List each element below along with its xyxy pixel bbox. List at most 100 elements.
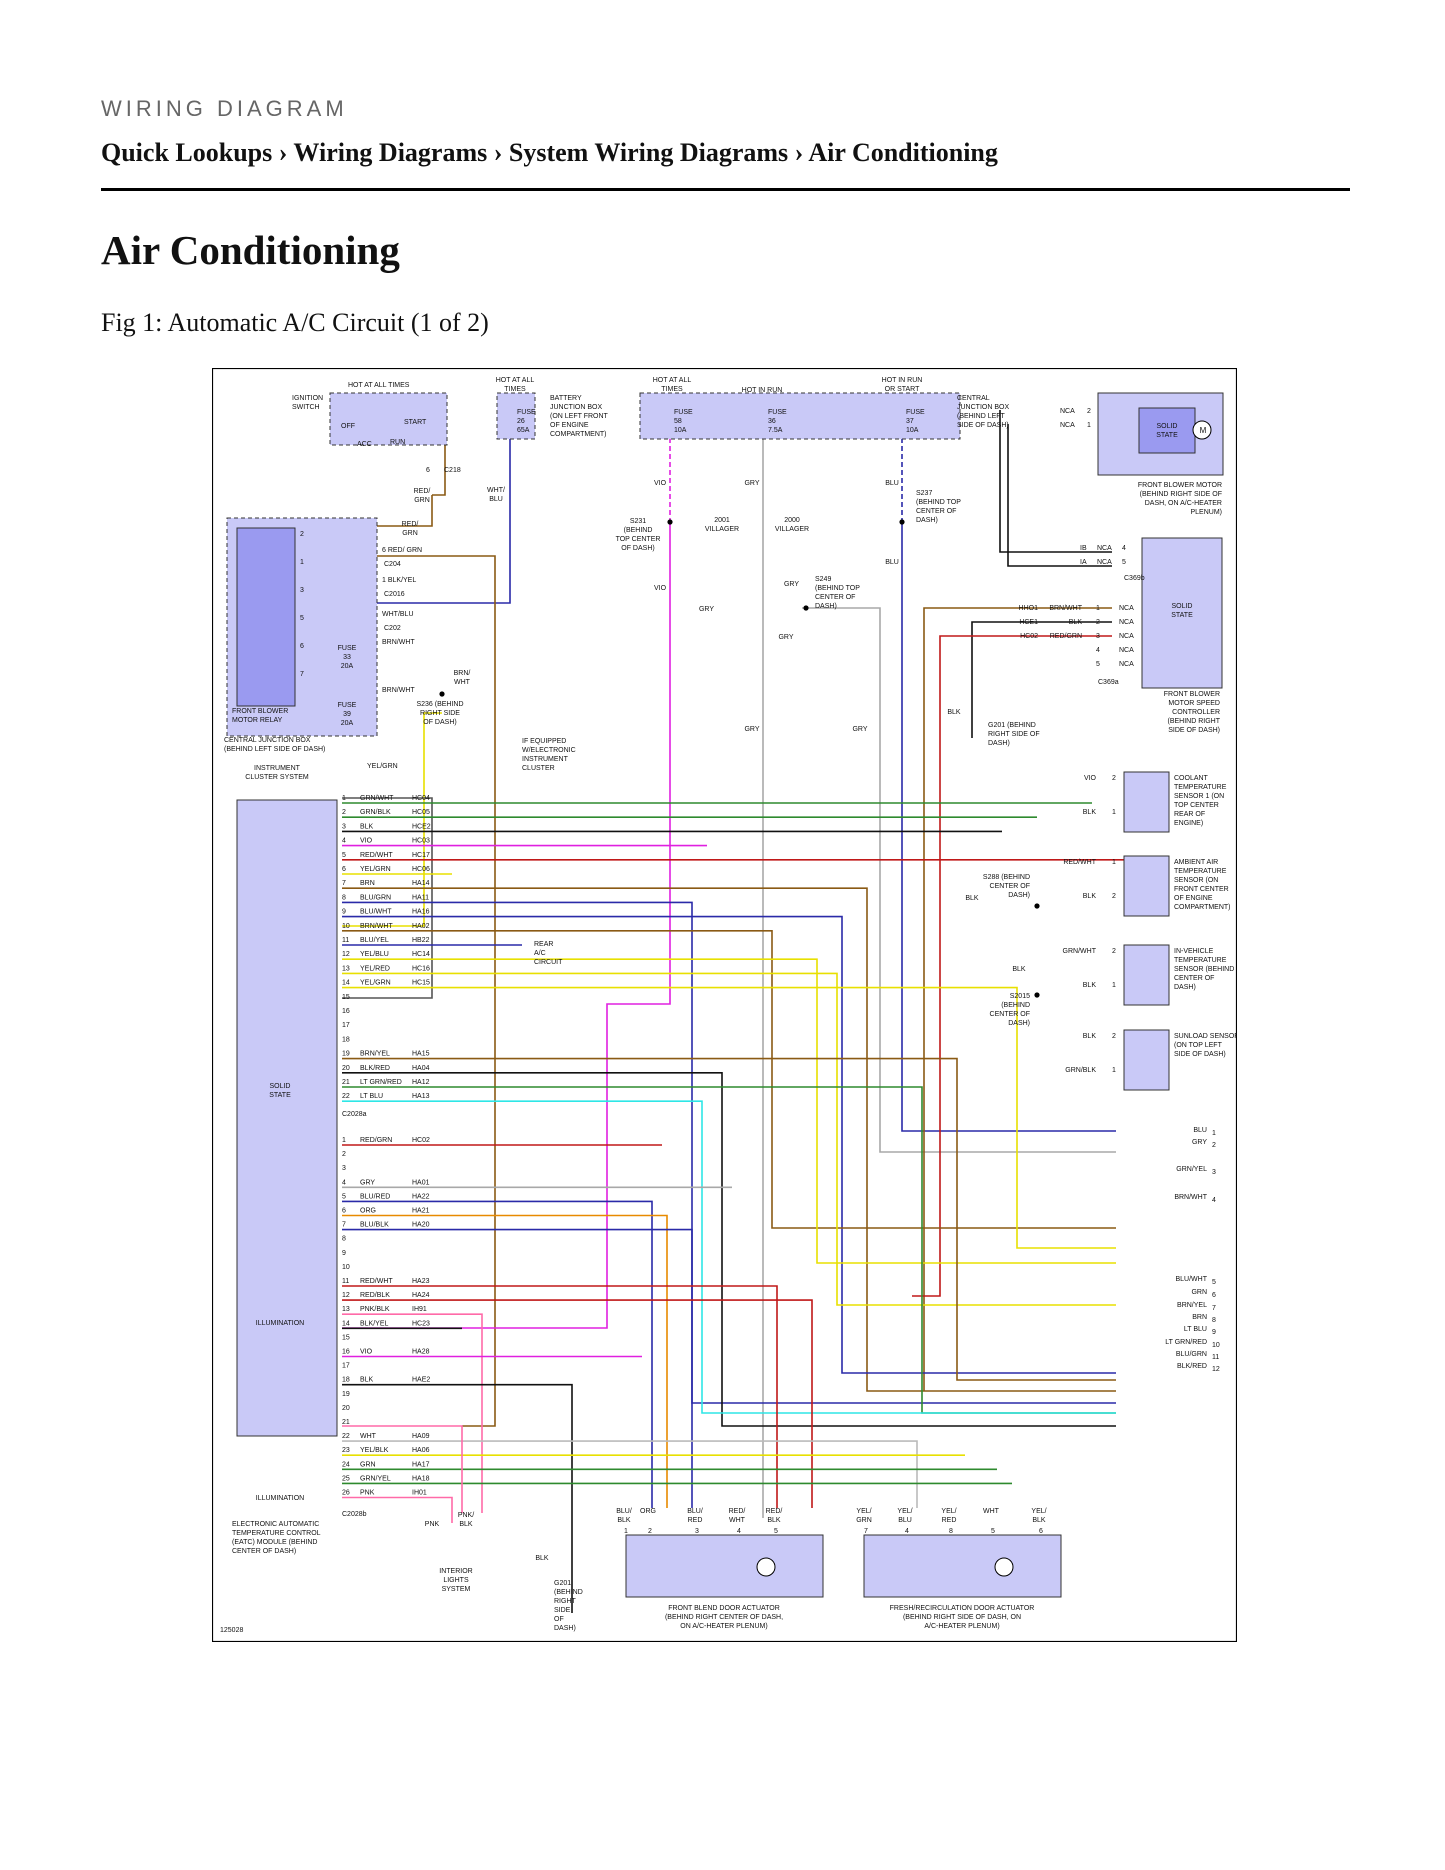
label-s249-line: S249 [815, 576, 831, 583]
label-eatc-b-wire: GRN/YEL [360, 1475, 391, 1482]
wire-eatc-a-9 [342, 915, 1116, 1374]
wire-brn-wht-hho1 [923, 607, 1112, 1391]
label-blend-pin: 5 [774, 1528, 778, 1535]
label-offpage-pin: 3 [1212, 1169, 1216, 1176]
label-blk-s288: BLK [965, 895, 979, 902]
label-relay-pin: 2 [300, 531, 304, 538]
wire-blu-offpage1 [901, 522, 1116, 1132]
label-eatc-b-pin: 16 [342, 1349, 350, 1356]
wire-blk-hce1 [971, 621, 1112, 738]
label-eatc-a-circuit: HC14 [412, 951, 430, 958]
label-eatc-b-wire: GRN [360, 1461, 376, 1468]
figure-caption: Fig 1: Automatic A/C Circuit (1 of 2) [101, 308, 489, 337]
label-ignition-switch-line: SWITCH [292, 404, 320, 411]
label-fresh-recirc-actuator-line: (BEHIND RIGHT SIDE OF DASH, ON [903, 1614, 1021, 1621]
label-ctrl-wire: RED/GRN [1050, 633, 1082, 640]
label-fuse-58-line: FUSE [674, 409, 693, 416]
label-eatc-a-pin: 8 [342, 894, 346, 901]
label-ctrl-circuit: HC02 [1020, 633, 1038, 640]
fresh-recirc-actuator-box [863, 1534, 1062, 1598]
label-sensor-2-line: CENTER OF [1174, 975, 1214, 982]
label-eatc-a-wire: YEL/BLU [360, 951, 389, 958]
blower-motor-symbol [1192, 420, 1212, 440]
label-eatc-a-pin: 5 [342, 852, 346, 859]
label-brn-wht-c: BRN/WHT [382, 687, 415, 694]
label-recirc-wire-line: YEL/ [941, 1508, 956, 1515]
label-eatc-b-pin: 7 [342, 1222, 346, 1229]
label-pnk: PNK [425, 1521, 440, 1528]
label-eatc-b-wire: BLK/YEL [360, 1320, 389, 1327]
label-red-grn-b: RED/GRN [402, 521, 419, 537]
label-sensor-2-line: SENSOR (BEHIND [1174, 966, 1234, 973]
label-villager-2000-line: VILLAGER [775, 526, 809, 533]
label-eatc-b-circuit: HA28 [412, 1349, 430, 1356]
label-front-blower-motor-line: (BEHIND RIGHT SIDE OF [1140, 491, 1222, 498]
label-ctrl-pin: 4 [1096, 647, 1100, 654]
wire-eatc-a-10 [342, 930, 1116, 1229]
label-ctrl-pin: 2 [1096, 619, 1100, 626]
label-fuse-26-line: FUSE [517, 409, 536, 416]
label-blend-pin: 3 [695, 1528, 699, 1535]
label-blu-a: BLU [885, 480, 899, 487]
label-front-blend-actuator-line: FRONT BLEND DOOR ACTUATOR [668, 1605, 780, 1612]
wire-eatc-b-26 [342, 1496, 453, 1523]
label-eatc-a-circuit: HA15 [412, 1051, 430, 1058]
label-eatc-a-pin: 19 [342, 1051, 350, 1058]
label-eatc-a-pin: 12 [342, 951, 350, 958]
label-eatc-a-pin: 13 [342, 965, 350, 972]
label-eatc-a-wire: RED/WHT [360, 852, 393, 859]
label-eatc-b-pin: 19 [342, 1391, 350, 1398]
label-sensor-pin: 2 [1112, 1033, 1116, 1040]
label-eatc-a-circuit: HC15 [412, 980, 430, 987]
label-s237-line: S237 [916, 490, 932, 497]
label-if-equipped-line: CLUSTER [522, 765, 555, 772]
label-c202-wire: WHT/BLU [382, 611, 414, 618]
label-offpage-wire: BLK/RED [1177, 1363, 1207, 1370]
label-red-grn-a-line: RED/ [414, 488, 431, 495]
label-recirc-wire-line: YEL/ [1031, 1508, 1046, 1515]
label-blk-bottom: BLK [535, 1555, 549, 1562]
label-front-blower-motor-line: FRONT BLOWER MOTOR [1138, 482, 1222, 489]
label-fuse-37-line: 10A [906, 427, 919, 434]
label-g201-right-line: DASH) [988, 740, 1010, 747]
label-vio-cts: VIO [1084, 775, 1097, 782]
label-recirc-wire-line: YEL/ [897, 1508, 912, 1515]
label-s2015-line: CENTER OF [990, 1011, 1030, 1018]
label-ctrl-right: NCA [1119, 647, 1134, 654]
label-blend-pin: 2 [648, 1528, 652, 1535]
label-eatc-a-pin: 15 [342, 994, 350, 1001]
label-eatc-b-pin: 17 [342, 1363, 350, 1370]
wire-eatc-b-5 [342, 1200, 653, 1508]
label-eatc-a-pin: 10 [342, 923, 350, 930]
label-blend-wire-line: RED [688, 1517, 703, 1524]
label-conn-c369b: C369b [1124, 575, 1145, 582]
label-switch-run: RUN [390, 439, 405, 446]
label-offpage-wire: BRN/YEL [1177, 1302, 1207, 1309]
coolant-sensor-box [1123, 771, 1170, 833]
label-blk-cts: BLK [1083, 809, 1097, 816]
label-eatc-a-pin: 9 [342, 909, 346, 916]
breadcrumb[interactable]: Quick Lookups › Wiring Diagrams › System… [101, 138, 998, 167]
blower-speed-controller-box [1141, 537, 1223, 689]
label-eatc-a-wire: GRN/WHT [360, 795, 394, 802]
label-front-blend-actuator-line: ON A/C-HEATER PLENUM) [680, 1623, 767, 1630]
label-eatc-a-wire: LT BLU [360, 1093, 383, 1100]
label-relay-pin: 5 [300, 615, 304, 622]
label-red-grn-b-line: RED/ [402, 521, 419, 528]
wire-eatc-a-22 [342, 1100, 1116, 1414]
label-controller-solid-state-line: SOLID [1171, 603, 1192, 610]
label-eatc-b-wire: GRY [360, 1179, 375, 1186]
label-eatc-b-circuit: HAE2 [412, 1377, 430, 1384]
label-sensor-0-line: SENSOR 1 (ON [1174, 793, 1224, 800]
label-if-equipped-line: W/ELECTRONIC [522, 747, 576, 754]
label-hot-in-run: HOT IN RUN [742, 387, 783, 394]
